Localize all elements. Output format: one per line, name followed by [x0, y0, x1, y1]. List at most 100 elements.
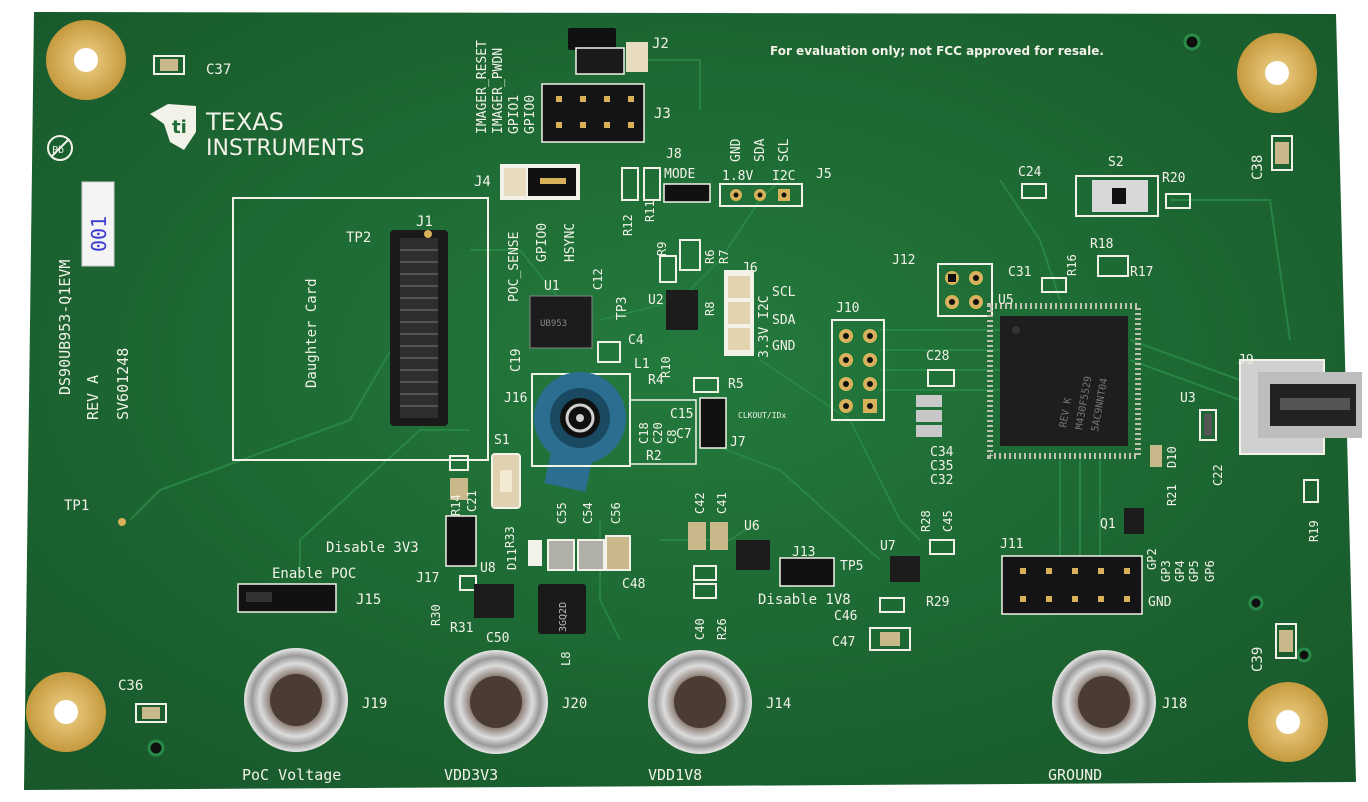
- label-c37: C37: [206, 62, 231, 78]
- label-r5: R5: [728, 377, 744, 392]
- j8-pin-header[interactable]: [663, 183, 711, 203]
- label-c39: C39: [1250, 647, 1266, 672]
- label-scl-right: SCL: [772, 285, 796, 300]
- label-c24: C24: [1018, 165, 1042, 180]
- label-r11: R11: [643, 200, 657, 222]
- u1-serializer-chip: UB953: [529, 295, 593, 349]
- label-c55: C55: [555, 502, 569, 524]
- label-j5: J5: [816, 167, 832, 182]
- label-r21: R21: [1165, 484, 1179, 506]
- label-hsync: HSYNC: [563, 223, 578, 262]
- label-d11: D11: [505, 548, 519, 570]
- j20-banana-jack[interactable]: [444, 650, 548, 754]
- label-r18: R18: [1090, 237, 1113, 252]
- label-r20: R20: [1162, 171, 1185, 186]
- label-r16: R16: [1065, 254, 1079, 276]
- label-c41: C41: [715, 492, 729, 514]
- label-c54: C54: [581, 502, 595, 524]
- label-c28: C28: [926, 349, 949, 364]
- label-j15: J15: [356, 592, 381, 608]
- label-sda-top: SDA: [753, 138, 768, 162]
- j17-jumper-header[interactable]: [445, 515, 477, 567]
- label-c12: C12: [591, 268, 605, 290]
- label-j2: J2: [652, 36, 669, 52]
- tp2-pad[interactable]: [424, 230, 432, 238]
- label-j3: J3: [654, 106, 671, 122]
- u5-marking-line3: REV K: [1058, 397, 1074, 429]
- tp1-pad[interactable]: [118, 518, 126, 526]
- j18-banana-jack[interactable]: [1052, 650, 1156, 754]
- label-c21: C21: [465, 490, 479, 512]
- j15-jumper-header[interactable]: [237, 583, 337, 613]
- label-gnd-top: GND: [729, 138, 744, 162]
- daughter-card-outline: [232, 197, 489, 461]
- label-j12: J12: [892, 253, 915, 268]
- j16-coax-connector[interactable]: [531, 372, 631, 492]
- label-l8: L8: [559, 652, 573, 666]
- j10-pads[interactable]: [831, 319, 885, 421]
- j4-jumper-header[interactable]: [500, 164, 580, 200]
- j6-i2c-header[interactable]: [724, 270, 754, 356]
- label-c15: C15: [670, 407, 693, 422]
- j12-pads[interactable]: [937, 263, 993, 317]
- label-r14: R14: [449, 494, 463, 516]
- j1-board-connector: [390, 230, 448, 426]
- s1-push-button[interactable]: [491, 453, 521, 509]
- j5-i2c-pads[interactable]: [719, 183, 803, 207]
- label-j9: J9: [1238, 353, 1254, 368]
- label-c7: C7: [676, 427, 692, 442]
- sticker-text: 001: [87, 216, 111, 252]
- label-gpio0: GPIO0: [523, 95, 538, 134]
- j7-pin-header[interactable]: [629, 397, 727, 465]
- label-d10: D10: [1165, 446, 1179, 468]
- label-ground: GROUND: [1048, 766, 1102, 784]
- label-c22: C22: [1211, 464, 1225, 486]
- mounting-hole-top-left: [46, 20, 126, 100]
- label-j8: J8: [666, 147, 682, 162]
- label-q1: Q1: [1100, 517, 1116, 532]
- label-c32: C32: [930, 473, 953, 488]
- label-r28: R28: [919, 510, 933, 532]
- label-1v8: 1.8V: [722, 169, 753, 184]
- label-mode: MODE: [664, 167, 695, 182]
- u7-chip: [890, 556, 920, 582]
- label-r8: R8: [703, 302, 717, 316]
- label-r7: R7: [717, 250, 731, 264]
- label-tp3: TP3: [615, 297, 630, 320]
- label-c31: C31: [1008, 265, 1031, 280]
- daughter-card-label: Daughter Card: [304, 278, 320, 388]
- label-u2: U2: [648, 293, 664, 308]
- label-c34: C34: [930, 445, 954, 460]
- label-disable-1v8: Disable 1V8: [758, 592, 851, 608]
- j13-jumper-header[interactable]: [779, 557, 835, 587]
- label-poc-sense: POC_SENSE: [507, 232, 522, 302]
- l8-marking: 3GQ2D: [558, 602, 569, 632]
- label-j20: J20: [562, 696, 587, 712]
- label-j11: J11: [1000, 537, 1023, 552]
- label-r6: R6: [703, 250, 717, 264]
- j2-jumper-header[interactable]: [568, 28, 648, 75]
- label-j19: J19: [362, 696, 387, 712]
- label-c46: C46: [834, 609, 857, 624]
- j14-banana-jack[interactable]: [648, 650, 752, 754]
- label-r31: R31: [450, 621, 473, 636]
- label-r12: R12: [621, 214, 635, 236]
- j9-usb-connector[interactable]: [1239, 359, 1362, 455]
- logo-text-line1: TEXAS: [205, 108, 284, 136]
- label-c45: C45: [941, 510, 955, 532]
- sticker-label: 001: [81, 181, 115, 267]
- u5-microcontroller: 5AC9NNT04 M430F5529 REV K: [987, 303, 1141, 459]
- label-u7: U7: [880, 539, 896, 554]
- label-gp3: GP3: [1159, 560, 1173, 582]
- j3-pin-header[interactable]: [541, 83, 645, 143]
- label-u8: U8: [480, 561, 496, 576]
- j19-banana-jack[interactable]: [244, 648, 348, 752]
- svg-text:ti: ti: [172, 117, 187, 138]
- label-j18: J18: [1162, 696, 1187, 712]
- label-c20: C20: [651, 422, 665, 444]
- j11-pin-header[interactable]: [1001, 555, 1143, 615]
- s2-push-button[interactable]: [1075, 175, 1159, 217]
- label-r4: R4: [648, 373, 664, 388]
- label-r10: R10: [659, 356, 673, 378]
- u8-chip: [474, 584, 514, 618]
